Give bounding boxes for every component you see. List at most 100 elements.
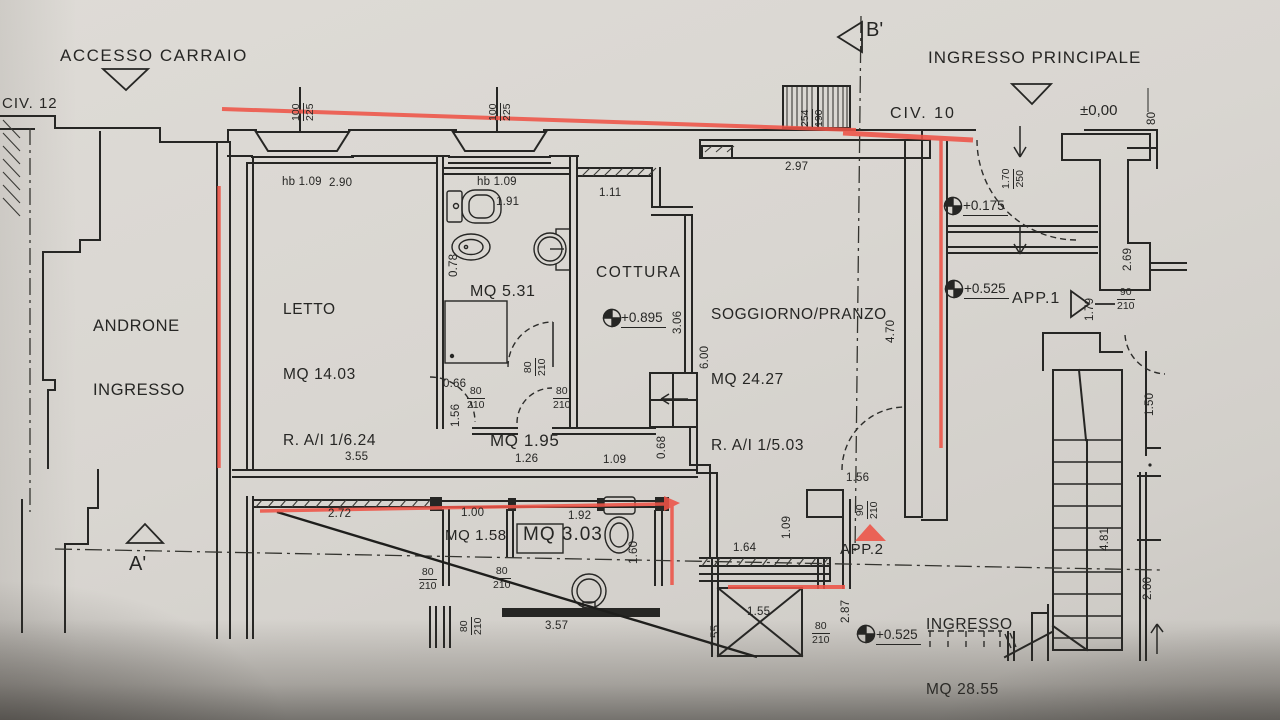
dim-label: 3.55 [345, 451, 369, 463]
fraction-height: 210 [467, 399, 485, 412]
fraction-width: 90 [854, 504, 866, 517]
dim-label: 0.66 [443, 378, 467, 390]
dim-label: 1.55 [747, 606, 771, 618]
dim-label: 1.55 [710, 624, 722, 648]
civ-12-label: CIV. 12 [2, 95, 58, 112]
ingresso-scale-label: INGRESSO MQ 28.55 [926, 571, 1013, 720]
fraction-height: 210 [493, 579, 511, 592]
fraction-width: 80 [421, 566, 434, 578]
dim-label: 6.00 [699, 345, 711, 369]
dim-label: 2.90 [329, 177, 353, 189]
dim-label: 1.50 [1144, 392, 1156, 416]
fraction-width: 80 [555, 385, 568, 397]
dim-label: 2.87 [840, 599, 852, 623]
fraction-width: 254 [799, 109, 811, 127]
cottura-label: COTTURA [596, 264, 682, 281]
dim-label: 1.56 [450, 403, 462, 427]
dim-label: 3.06 [672, 310, 684, 334]
dim-label: 2.00 [1142, 576, 1154, 600]
level-zero-label: ±0,00 [1080, 102, 1118, 119]
fraction-height: 210 [553, 399, 571, 412]
dim-label: 1.00 [461, 507, 485, 519]
level-label: +0.175 [963, 198, 1008, 216]
soggiorno-label: SOGGIORNO/PRANZO MQ 24.27 R. A/I 1/5.03 [711, 261, 887, 500]
accesso-carraio-label: ACCESSO CARRAIO [60, 46, 248, 65]
vano303-area-label: MQ 3.03 [523, 524, 603, 545]
androne-line2: INGRESSO [93, 381, 185, 400]
letto-ratio: R. A/I 1/6.24 [283, 431, 377, 449]
app1-label: APP.1 [1012, 290, 1061, 307]
civ-10-label: CIV. 10 [890, 105, 956, 122]
dim-label: 1.79 [1084, 297, 1096, 321]
level-label: +0.525 [876, 627, 921, 645]
dim-label: 2.97 [785, 161, 809, 173]
fraction-height: 225 [304, 103, 317, 121]
ingresso-scale-area: MQ 28.55 [926, 681, 999, 699]
level-label: +0.525 [964, 281, 1009, 299]
fraction-height: 210 [536, 358, 549, 376]
fraction-width: 100 [487, 103, 499, 121]
fraction-width: 90 [1119, 286, 1132, 298]
fraction-height: 210 [868, 501, 881, 519]
dim-label: hb 1.09 [282, 176, 322, 188]
dim-label: 1.11 [599, 187, 622, 199]
fraction-height: 210 [1117, 300, 1135, 313]
ingresso-principale-label: INGRESSO PRINCIPALE [928, 48, 1142, 67]
fraction-width: 80 [458, 620, 470, 633]
dim-label: 3.57 [545, 620, 569, 632]
level-label: +0.895 [621, 310, 666, 328]
dim-label: 1.56 [846, 472, 870, 484]
app2-label: APP.2 [840, 541, 884, 558]
dim-label: 1.09 [603, 454, 627, 466]
dim-label: 1.60 [628, 540, 640, 564]
dim-label: 0.68 [656, 435, 668, 459]
fraction-height: 210 [472, 617, 485, 635]
fraction-height: 210 [419, 580, 437, 593]
fraction-width: 80 [814, 620, 827, 632]
fraction-width: 80 [522, 361, 534, 374]
fraction-width: 80 [495, 565, 508, 577]
fraction-width: 80 [469, 385, 482, 397]
dim-label: 1.09 [781, 515, 793, 539]
letto-name: LETTO [283, 301, 336, 319]
dim-label: hb 1.09 [477, 176, 517, 188]
fraction-width: 1.70 [1000, 168, 1012, 189]
dim-label: 0.78 [448, 253, 460, 277]
dim-label: 1.64 [733, 542, 757, 554]
androne-line1: ANDRONE [93, 316, 180, 335]
letto-area: MQ 14.03 [283, 366, 356, 384]
fraction-height: 250 [1014, 170, 1027, 188]
vano158-area-label: MQ 1.58 [445, 527, 507, 544]
fraction-width: 100 [290, 103, 302, 121]
bagno-area-label: MQ 5.31 [470, 283, 536, 300]
dim-label: 1.92 [568, 510, 592, 522]
dim-label: 2.72 [328, 508, 352, 520]
fraction-height: 210 [812, 634, 830, 647]
fraction-height: 225 [501, 103, 514, 121]
section-b-label: B' [866, 19, 884, 41]
dim-label: 1.26 [515, 453, 539, 465]
dim-label: 2.69 [1122, 247, 1134, 271]
section-a-label: A' [129, 553, 147, 575]
dim-label: 80 [1146, 111, 1158, 125]
fraction-height: 190 [813, 109, 826, 127]
ingresso-scale-name: INGRESSO [926, 616, 1013, 634]
soggiorno-area: MQ 24.27 [711, 371, 784, 389]
soggiorno-ratio: R. A/I 1/5.03 [711, 436, 805, 454]
soggiorno-name: SOGGIORNO/PRANZO [711, 306, 887, 324]
